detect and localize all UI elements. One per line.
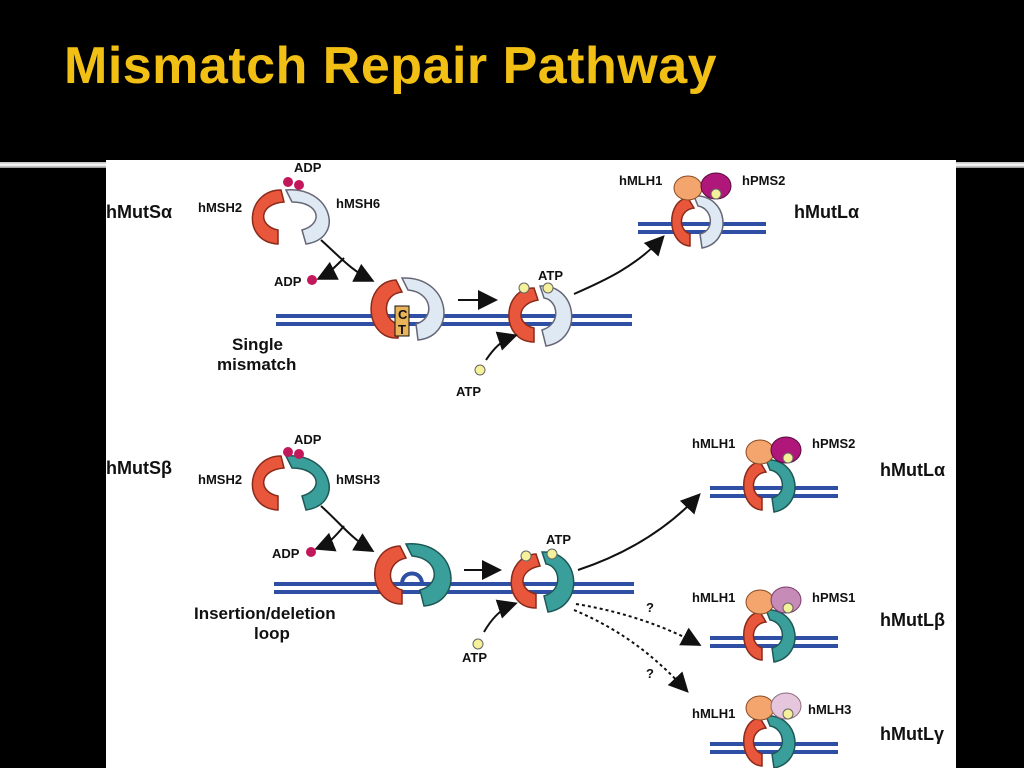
mismatch-repair-diagram: hMutSα hMSH2 hMSH6 ADP ADP C T Single mi… <box>106 160 956 768</box>
label-hmlh3-p3: hMLH3 <box>808 702 851 717</box>
msh6-shape <box>284 189 330 245</box>
label-hmsh3: hMSH3 <box>336 472 380 487</box>
label-hmutlbeta: hMutLβ <box>880 610 945 630</box>
slide-title: Mismatch Repair Pathway <box>64 37 718 95</box>
atp-dot <box>472 638 484 650</box>
hmutlalpha-top <box>638 172 766 249</box>
label-hmsh6: hMSH6 <box>336 196 380 211</box>
label-hpms2-p1: hPMS2 <box>812 436 855 451</box>
label-atp-bound-bottom: ATP <box>546 532 571 547</box>
hmutlgamma <box>710 692 838 768</box>
arrow-adp-release-bottom <box>314 525 345 552</box>
label-hmutlalpha-top: hMutLα <box>794 202 859 222</box>
arrow-atp-in-top <box>485 331 518 361</box>
label-hmsh2-top: hMSH2 <box>198 200 242 215</box>
base-t: T <box>398 322 406 337</box>
label-adp-released-bottom: ADP <box>272 546 300 561</box>
adp-released-dot <box>306 547 316 557</box>
free-hmutsbeta <box>251 447 330 511</box>
label-hmlh1-p2: hMLH1 <box>692 590 735 605</box>
hmutsalpha-at-mismatch: C T <box>370 277 445 341</box>
label-hpms2-top: hPMS2 <box>742 173 785 188</box>
label-hmutlalpha-p1: hMutLα <box>880 460 945 480</box>
msh2-shape <box>251 189 285 245</box>
label-hmlh1-top: hMLH1 <box>619 173 662 188</box>
arrow-to-mutl-top <box>573 235 665 295</box>
adp-dot <box>294 180 304 190</box>
hmutsbeta-atp-clamp <box>510 548 575 613</box>
label-hmlh1-p1: hMLH1 <box>692 436 735 451</box>
label-adp-bottom: ADP <box>294 432 322 447</box>
title-bar <box>0 0 1024 160</box>
free-hmutsalpha <box>251 177 330 245</box>
dna-top <box>276 314 632 326</box>
label-mismatch: mismatch <box>217 355 296 374</box>
arrow-to-mutl-alpha <box>577 493 701 571</box>
label-hmsh2-bottom: hMSH2 <box>198 472 242 487</box>
label-single: Single <box>232 335 283 354</box>
hmutlalpha-bottom <box>710 436 838 513</box>
label-adp-released-top: ADP <box>274 274 302 289</box>
arrow-bind <box>320 239 375 282</box>
label-loop: loop <box>254 624 290 643</box>
arrow-to-mutl-gamma <box>573 609 689 693</box>
adp-released-dot <box>307 275 317 285</box>
adp-dot <box>283 177 293 187</box>
label-hmlh1-p3: hMLH1 <box>692 706 735 721</box>
hmutsalpha-atp-clamp <box>508 282 573 347</box>
label-insertion-deletion: Insertion/deletion <box>194 604 336 623</box>
dna-bottom <box>274 582 634 594</box>
label-question-2: ? <box>646 666 654 681</box>
hmutlbeta <box>710 586 838 663</box>
label-question-1: ? <box>646 600 654 615</box>
label-hpms1-p2: hPMS1 <box>812 590 855 605</box>
label-atp-input-bottom: ATP <box>462 650 487 665</box>
label-atp-input-top: ATP <box>456 384 481 399</box>
base-c: C <box>398 307 408 322</box>
diagram-svg: hMutSα hMSH2 hMSH6 ADP ADP C T Single mi… <box>106 160 945 768</box>
arrow-to-mutl-beta <box>575 603 702 646</box>
arrow-atp-in-bottom <box>483 599 518 633</box>
label-adp-top: ADP <box>294 160 322 175</box>
label-hmutlgamma: hMutLγ <box>880 724 944 744</box>
arrow-adp-release <box>316 257 345 280</box>
label-hmutsalpha: hMutSα <box>106 202 172 222</box>
label-atp-bound-top: ATP <box>538 268 563 283</box>
atp-dot <box>474 364 486 376</box>
hmutsbeta-at-loop <box>374 543 452 607</box>
arrow-bind-bottom <box>320 505 375 553</box>
label-hmutsbeta: hMutSβ <box>106 458 172 478</box>
